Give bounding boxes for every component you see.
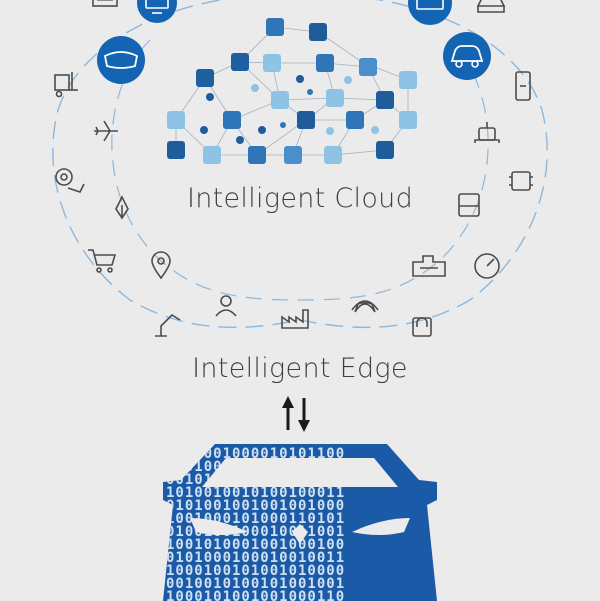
intelligent-cloud-label: Intelligent Cloud — [186, 183, 414, 214]
car-headlight-left — [190, 518, 248, 535]
car-binary-row: 0101001001001001000 — [166, 498, 345, 514]
person-icon — [215, 295, 237, 317]
chip-icon — [509, 171, 533, 191]
school-building-icon — [412, 255, 446, 277]
car-silhouette: 0101001000010101100100100100111010010000… — [163, 444, 437, 601]
laptop-icon — [408, 0, 452, 25]
robot-arm-icon — [155, 313, 181, 337]
robot-icon — [474, 122, 500, 143]
vr-headset-icon — [97, 36, 145, 84]
car-emblem — [292, 524, 308, 544]
forklift-icon — [54, 72, 78, 98]
crop-icon — [115, 195, 129, 220]
car-windshield — [202, 458, 398, 487]
location-pin-icon — [151, 251, 171, 280]
car-binary-row: 1010010010100100011 — [166, 485, 345, 501]
car-binary-row: 1000100101001010000 — [166, 563, 345, 579]
cloud-network — [175, 26, 409, 156]
gear-hand-icon — [55, 168, 85, 193]
car-binary-row: 0101000100010010011 — [166, 550, 345, 566]
car-icon — [443, 32, 491, 80]
phone-icon — [515, 71, 531, 101]
shopping-cart-icon — [88, 249, 117, 273]
intelligent-edge-label: Intelligent Edge — [192, 353, 408, 384]
billboard-icon — [92, 0, 118, 7]
lock-icon — [412, 317, 432, 337]
gauge-icon — [474, 253, 500, 279]
gamepad-icon — [351, 300, 379, 313]
car-headlight-right — [352, 518, 410, 535]
sync-arrows — [282, 396, 310, 432]
airplane-icon — [94, 120, 118, 142]
car-binary-row: 1000101001001000110 — [166, 589, 345, 601]
bus-icon — [458, 193, 480, 217]
factory-icon — [281, 309, 309, 329]
car-binary-row: 0010010100101001001 — [166, 576, 345, 592]
monitor-icon — [137, 0, 177, 23]
device-ring-inner — [111, 39, 489, 301]
cloud-nodes — [167, 18, 417, 164]
vehicle-top-right-icon — [476, 0, 506, 13]
